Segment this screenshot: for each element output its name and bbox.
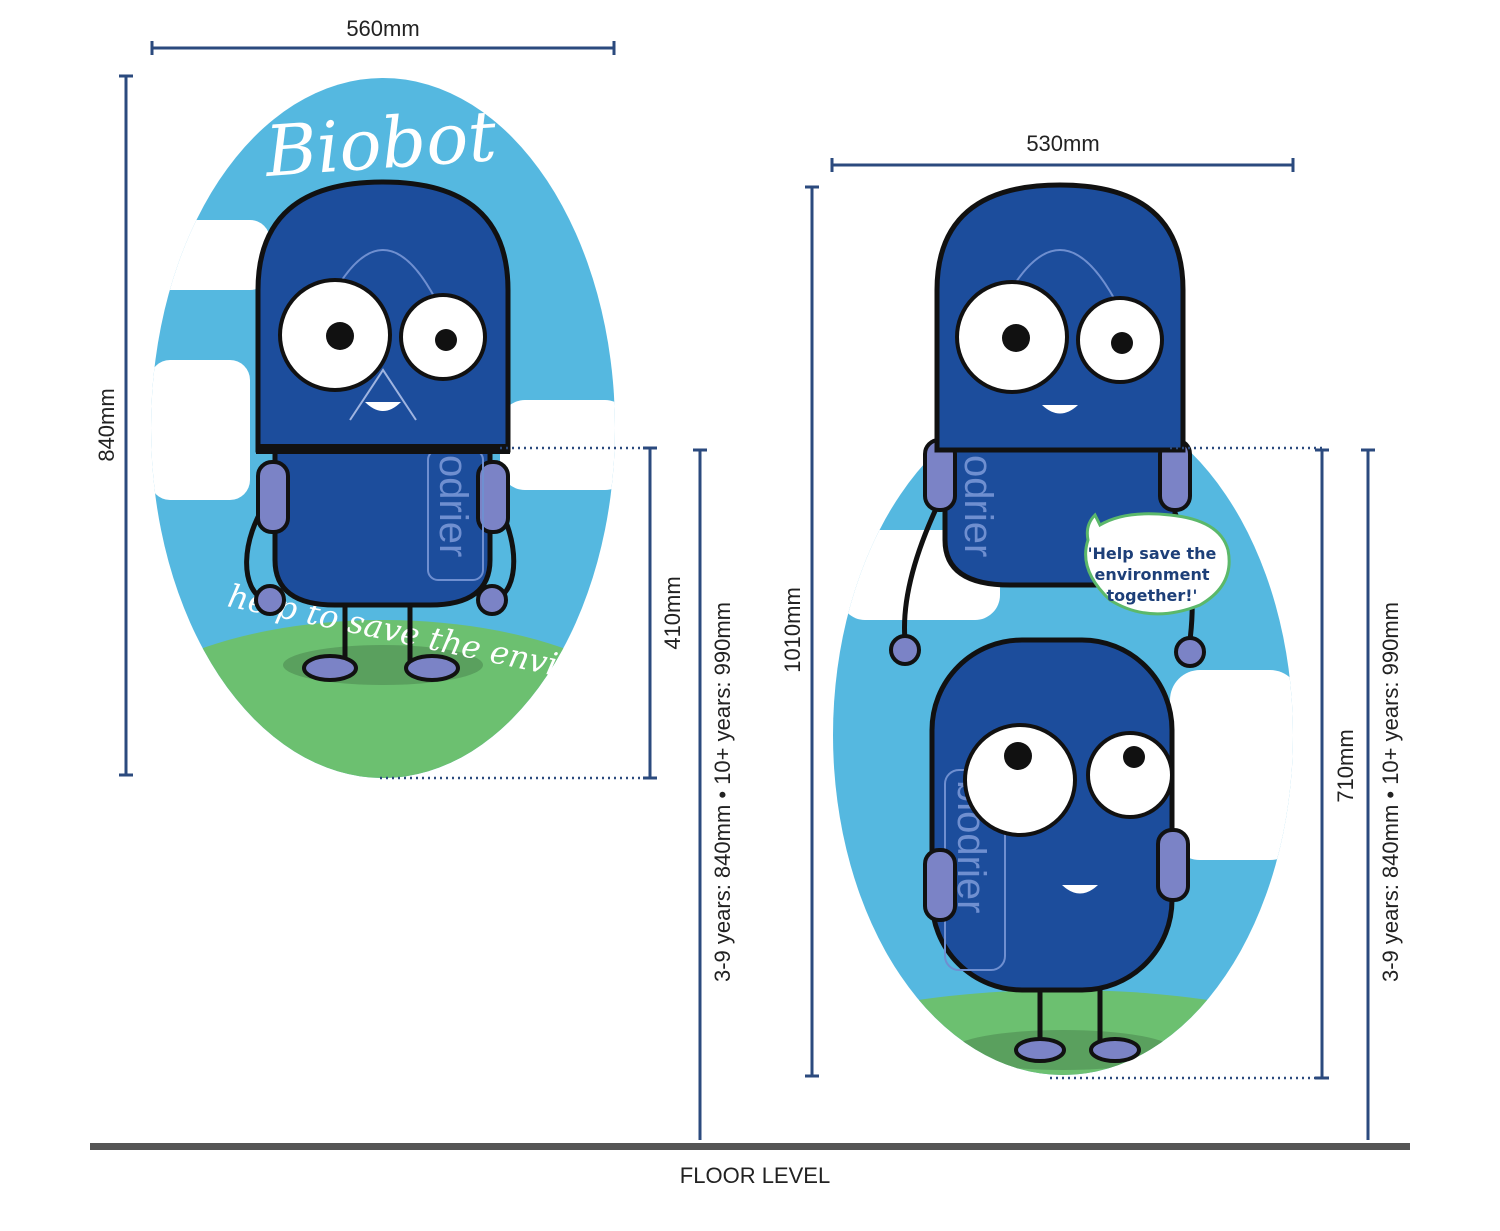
- robot-left: odrier: [244, 179, 517, 682]
- brand-text: odrier: [956, 455, 1000, 557]
- floor-label: FLOOR LEVEL: [680, 1163, 830, 1188]
- left-biobot-panel: Biobot help to save the environment odri…: [151, 78, 696, 778]
- height-label: 840mm: [94, 388, 119, 461]
- speech-line: environment: [1095, 565, 1210, 584]
- left-dimensions: 560mm 840mm 410mm 3-9 years: 840mm • 10+…: [94, 16, 735, 1140]
- offset-label: 410mm: [660, 576, 685, 649]
- speech-line: 'Help save the: [1088, 544, 1217, 563]
- height-label: 1010mm: [780, 587, 805, 673]
- speech-line: together!': [1107, 586, 1198, 605]
- mount-height-label: 3-9 years: 840mm • 10+ years: 990mm: [710, 602, 735, 982]
- grass: [151, 620, 615, 778]
- offset-label: 710mm: [1333, 729, 1358, 802]
- floor-line: [90, 1143, 1410, 1150]
- robot-bottom: biodrier: [923, 637, 1190, 1063]
- right-biobot-panel: odrier biodrier 'Help save: [833, 182, 1293, 1075]
- speech-bubble: 'Help save the environment together!': [1084, 512, 1231, 616]
- clouds: [151, 220, 615, 500]
- brand-text: odrier: [431, 455, 475, 557]
- eye: [963, 723, 1077, 837]
- mount-height-label: 3-9 years: 840mm • 10+ years: 990mm: [1378, 602, 1403, 982]
- width-label: 530mm: [1026, 131, 1099, 156]
- width-label: 560mm: [346, 16, 419, 41]
- eye: [1086, 731, 1174, 819]
- panel-title: Biobot: [261, 95, 500, 193]
- right-dimensions: 530mm 1010mm 710mm 3-9 years: 840mm • 10…: [780, 131, 1403, 1140]
